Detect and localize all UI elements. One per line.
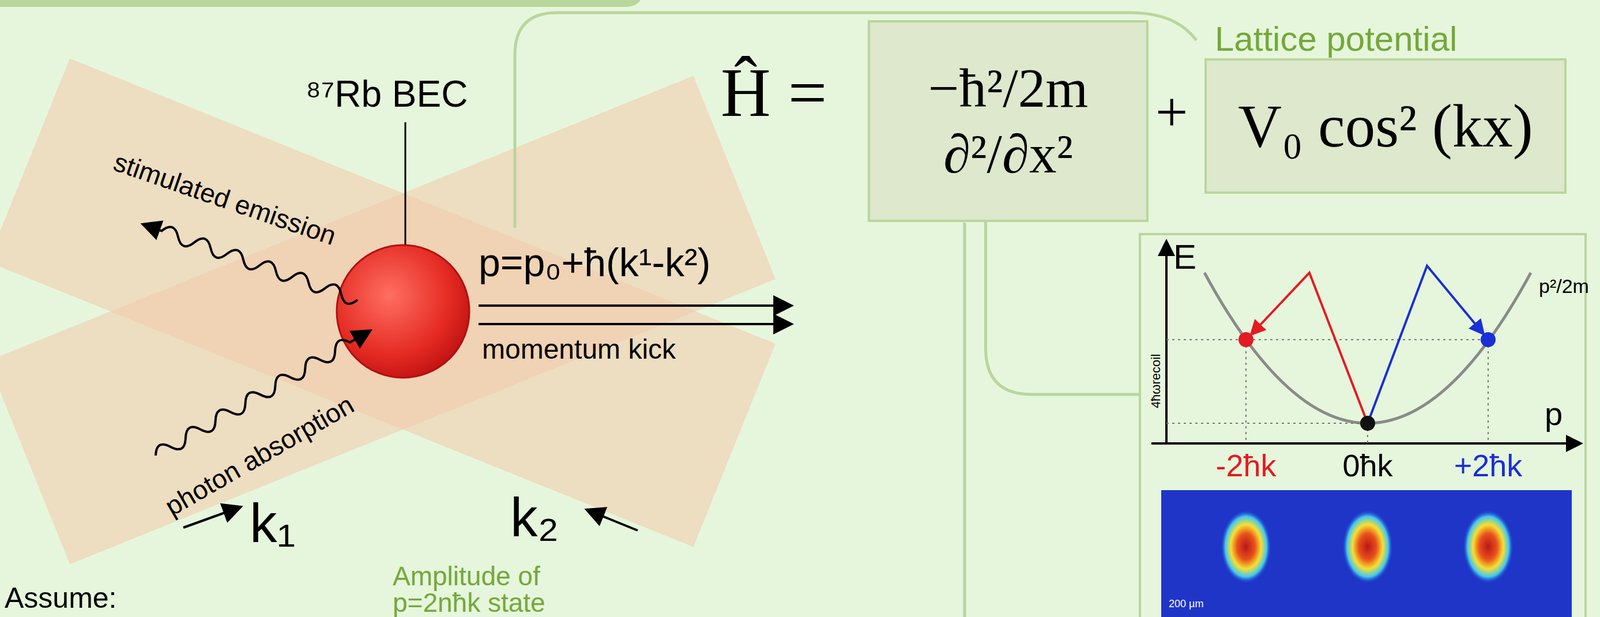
box-heading: Lattice potential xyxy=(1214,20,1458,59)
connector-line xyxy=(985,221,1139,395)
guide-lines xyxy=(1166,339,1489,444)
momentum-arrow xyxy=(478,304,790,307)
atom-cloud xyxy=(1220,509,1272,584)
state-dot xyxy=(1360,415,1376,431)
axis xyxy=(1165,242,1168,444)
transition-arrow xyxy=(1251,272,1368,424)
bracket-label: 4ħωrecoil xyxy=(1149,354,1163,409)
equation-label: p=p₀+ħ(k¹-k²) xyxy=(478,241,711,285)
curve-label: p²/2m xyxy=(1538,275,1590,297)
arrow-label: momentum kick xyxy=(482,334,676,365)
equation-term: V₀ cos² (kx) xyxy=(1237,92,1533,160)
equation-term: −ħ²/2m ∂²/∂x² xyxy=(904,55,1113,187)
green-link-line xyxy=(963,222,967,617)
equation-label: + xyxy=(1155,80,1188,145)
wavevector-label: k₂ xyxy=(510,488,559,547)
leader-line xyxy=(404,122,407,246)
scale-label: 200 µm xyxy=(1168,598,1204,611)
parabola xyxy=(1204,272,1531,424)
lattice-potential-box: Lattice potentialV₀ cos² (kx) xyxy=(1204,58,1567,194)
absorption-image xyxy=(1161,490,1572,617)
header-border xyxy=(0,0,639,4)
laser-beams xyxy=(0,58,776,565)
state-dot xyxy=(1480,332,1496,348)
section-label: Amplitude of p=2nħk state xyxy=(392,562,635,616)
axis xyxy=(1151,442,1580,445)
dispersion-panel: Ep²/2m 4ħωrecoil p -2ħk 0ħk +2ħk 200 µm xyxy=(1138,232,1587,617)
bec-sphere xyxy=(336,245,470,378)
equation-label: Ĥ = xyxy=(720,54,827,131)
process-label: stimulated emission xyxy=(110,147,340,251)
green-link-line xyxy=(514,12,1197,228)
part-label: ⁸⁷Rb BEC xyxy=(305,73,468,115)
section-label: Assume: xyxy=(4,582,118,615)
state-dot xyxy=(1238,332,1254,348)
axis-label: E xyxy=(1173,239,1197,275)
axis-label: p xyxy=(1544,397,1563,431)
atom-cloud xyxy=(1342,509,1394,584)
atom-cloud xyxy=(1462,509,1514,584)
momentum-arrow xyxy=(478,322,790,326)
transition-arrow xyxy=(1367,265,1483,424)
tick-label: 0ħk xyxy=(1342,449,1393,481)
kinetic-term-box: −ħ²/2m ∂²/∂x² xyxy=(867,20,1149,222)
tick-label: -2ħk xyxy=(1215,449,1276,481)
wavevector-arrow xyxy=(588,510,638,531)
dispersion-plot xyxy=(1151,242,1580,617)
tick-label: +2ħk xyxy=(1454,449,1523,481)
laser-beam xyxy=(0,58,776,548)
wavevector-label: k₁ xyxy=(249,494,296,553)
